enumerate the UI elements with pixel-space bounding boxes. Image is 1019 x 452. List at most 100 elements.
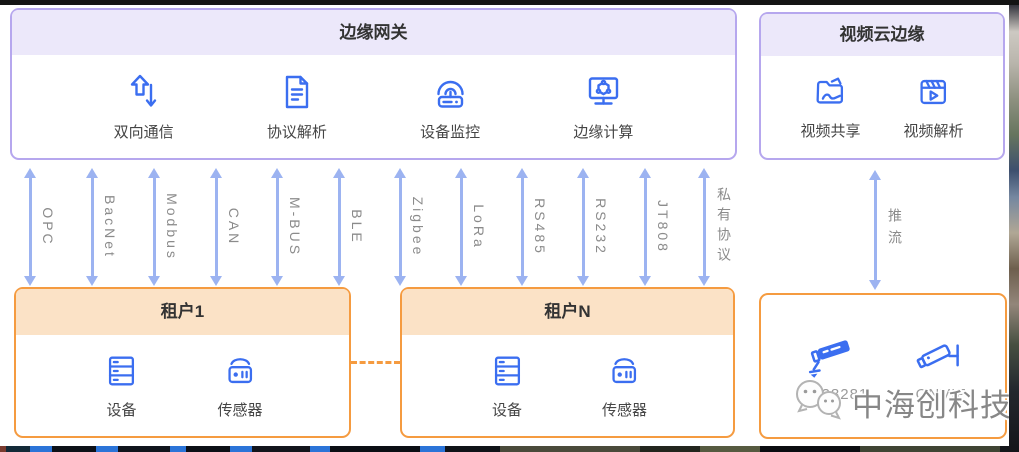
- folder-share-icon: [811, 73, 849, 111]
- arrow-up-icon: [577, 168, 589, 178]
- arrow-shaft: [643, 175, 647, 279]
- feature-sensor: 传感器: [602, 352, 647, 420]
- tenantN-panel: 租户N 设备: [400, 287, 735, 438]
- protocol-label: BacNet: [102, 195, 118, 259]
- protocol-link: LoRa: [455, 168, 509, 286]
- protocol-link: OPC: [24, 168, 78, 286]
- arrow-shaft: [873, 177, 877, 283]
- video-clapper-icon: [914, 73, 952, 111]
- arrow-up-icon: [271, 168, 283, 178]
- arrow-down-icon: [24, 276, 36, 286]
- arrow-up-icon: [869, 170, 881, 180]
- arrow-shaft: [398, 175, 402, 279]
- arrow-down-icon: [86, 276, 98, 286]
- arrow-up-icon: [639, 168, 651, 178]
- video-cloud-title: 视频云边缘: [761, 14, 1003, 56]
- sensor-icon: [605, 352, 643, 390]
- protocol-label: OPC: [40, 207, 56, 247]
- protocol-link: 私有协议: [698, 168, 752, 286]
- camera-label: ONVIF: [915, 385, 967, 403]
- arrow-shaft: [702, 175, 706, 279]
- arrow-up-icon: [698, 168, 710, 178]
- arrow-down-icon: [210, 276, 222, 286]
- feature-label: 设备: [491, 401, 522, 419]
- tenant1-panel: 租户1 设备: [14, 287, 351, 438]
- arrow-up-icon: [24, 168, 36, 178]
- edge-gateway-body: 双向通信 协议解析: [12, 55, 735, 158]
- feature-label: 视频解析: [903, 123, 964, 140]
- arrow-up-icon: [516, 168, 528, 178]
- arrow-down-icon: [148, 276, 160, 286]
- protocol-label: Zigbee: [410, 196, 426, 258]
- arrow-down-icon: [271, 276, 283, 286]
- protocol-label: 私有协议: [716, 187, 732, 267]
- protocol-link: JT808: [639, 168, 693, 286]
- arrow-shaft: [90, 175, 94, 279]
- feature-label: 设备: [106, 401, 137, 419]
- arrow-up-icon: [333, 168, 345, 178]
- feature-video-share: 视频共享: [800, 73, 861, 141]
- server-icon: [488, 352, 526, 390]
- feature-label: 设备监控: [420, 123, 481, 141]
- arrow-down-icon: [639, 276, 651, 286]
- cctv-camera-icon: [806, 330, 860, 384]
- protocol-document-icon: [277, 72, 317, 112]
- server-icon: [102, 352, 140, 390]
- arrow-down-icon: [333, 276, 345, 286]
- feature-two-way-comm: 双向通信: [114, 72, 174, 142]
- feature-label: 视频共享: [800, 123, 861, 140]
- video-cloud-panel: 视频云边缘 视频共享: [759, 12, 1005, 160]
- protocol-link: M-BUS: [271, 168, 325, 286]
- feature-device: 设备: [488, 352, 526, 420]
- tenant-dashed-connector: [351, 361, 400, 364]
- feature-sensor: 传感器: [217, 352, 262, 420]
- feature-label: 边缘计算: [573, 123, 634, 141]
- onvif-camera-item: ONVIF: [914, 330, 968, 403]
- feature-label: 协议解析: [266, 123, 327, 141]
- video-cloud-body: 视频共享 视频解析: [761, 56, 1003, 158]
- protocol-link: RS232: [577, 168, 631, 286]
- camera-label: GB28281: [797, 385, 869, 403]
- push-stream-link: 推流: [869, 170, 923, 290]
- tenant1-body: 设备 传感器: [16, 335, 349, 436]
- protocol-link: Modbus: [148, 168, 202, 286]
- protocol-link: BacNet: [86, 168, 140, 286]
- feature-device: 设备: [102, 352, 140, 420]
- protocol-link: RS485: [516, 168, 570, 286]
- feature-edge-computing: 边缘计算: [573, 72, 633, 142]
- arrow-down-icon: [455, 276, 467, 286]
- edge-gateway-panel: 边缘网关 双向通信: [10, 8, 737, 160]
- arrow-shaft: [337, 175, 341, 279]
- arrow-down-icon: [698, 276, 710, 286]
- device-monitor-icon: [430, 72, 470, 112]
- arrow-up-icon: [394, 168, 406, 178]
- right-edge-artifact-strip: [1009, 5, 1019, 452]
- arrow-shaft: [275, 175, 279, 279]
- feature-device-monitor: 设备监控: [420, 72, 480, 142]
- onvif-camera-icon: [914, 330, 968, 384]
- feature-protocol-parse: 协议解析: [267, 72, 327, 142]
- arrow-down-icon: [577, 276, 589, 286]
- edge-computing-icon: [583, 72, 623, 112]
- arrow-down-icon: [516, 276, 528, 286]
- top-edge-artifact-strip: [0, 0, 1019, 5]
- protocol-label: CAN: [226, 207, 242, 247]
- push-stream-label: 推流: [887, 208, 903, 252]
- arrow-shaft: [28, 175, 32, 279]
- feature-label: 双向通信: [113, 123, 174, 141]
- sensor-icon: [221, 352, 259, 390]
- feature-video-parse: 视频解析: [903, 73, 964, 141]
- gb-camera-item: GB28281: [798, 330, 868, 403]
- protocol-link: CAN: [210, 168, 264, 286]
- feature-label: 传感器: [601, 401, 647, 419]
- arrow-up-icon: [86, 168, 98, 178]
- protocol-label: M-BUS: [287, 196, 303, 258]
- two-way-arrows-icon: [124, 72, 164, 112]
- tenant1-title: 租户1: [16, 289, 349, 335]
- arrow-up-icon: [455, 168, 467, 178]
- arrow-shaft: [214, 175, 218, 279]
- arrow-up-icon: [148, 168, 160, 178]
- edge-gateway-title: 边缘网关: [12, 10, 735, 55]
- protocol-label: JT808: [655, 200, 671, 254]
